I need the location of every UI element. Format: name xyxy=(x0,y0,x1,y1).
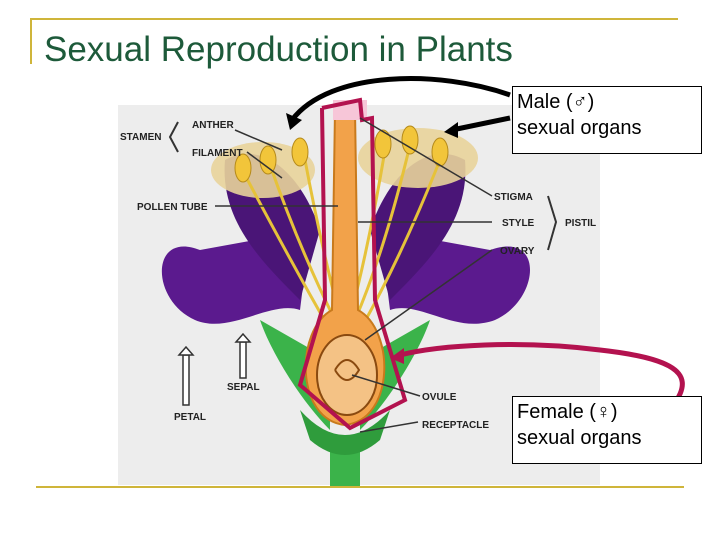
male-arrowhead-right xyxy=(444,122,458,138)
ovule xyxy=(316,334,378,416)
female-organs-callout: Female (♀) sexual organs xyxy=(512,396,702,464)
label-pollen-tube: POLLEN TUBE xyxy=(137,202,208,213)
footer-rule xyxy=(36,486,684,488)
female-arrow xyxy=(399,342,685,422)
label-pointers xyxy=(215,117,493,433)
male-arrow-left xyxy=(290,76,511,122)
label-petal: PETAL xyxy=(174,412,206,423)
anthers xyxy=(234,125,449,183)
male-arrowhead-left xyxy=(286,113,302,130)
label-receptacle: RECEPTACLE xyxy=(422,420,489,431)
slide-title: Sexual Reproduction in Plants xyxy=(44,30,513,69)
female-callout-line1: Female (♀) xyxy=(517,401,618,423)
label-stigma: STIGMA xyxy=(494,192,533,203)
pistil-outline xyxy=(297,97,408,431)
title-rule-left xyxy=(30,18,32,64)
label-ovary: OVARY xyxy=(500,246,535,257)
label-filament: FILAMENT xyxy=(192,148,243,159)
label-sepal: SEPAL xyxy=(227,382,260,393)
label-ovule: OVULE xyxy=(422,392,457,403)
receptacle xyxy=(300,410,390,455)
label-stamen: STAMEN xyxy=(120,132,161,143)
pistil-bracket xyxy=(547,195,558,251)
label-style: STYLE xyxy=(502,218,535,229)
female-callout-line2: sexual organs xyxy=(517,427,642,449)
male-arrow-right xyxy=(451,115,511,133)
male-callout-line1: Male (♂) xyxy=(517,91,595,113)
ovule-detail xyxy=(334,359,361,381)
title-rule-top xyxy=(30,18,678,20)
male-callout-line2: sexual organs xyxy=(517,117,642,139)
label-anther: ANTHER xyxy=(192,120,234,131)
male-organs-callout: Male (♂) sexual organs xyxy=(512,86,702,154)
female-arrowhead xyxy=(390,348,404,364)
label-pistil: PISTIL xyxy=(565,218,596,229)
up-arrows xyxy=(177,332,252,406)
stamen-bracket xyxy=(168,121,179,153)
